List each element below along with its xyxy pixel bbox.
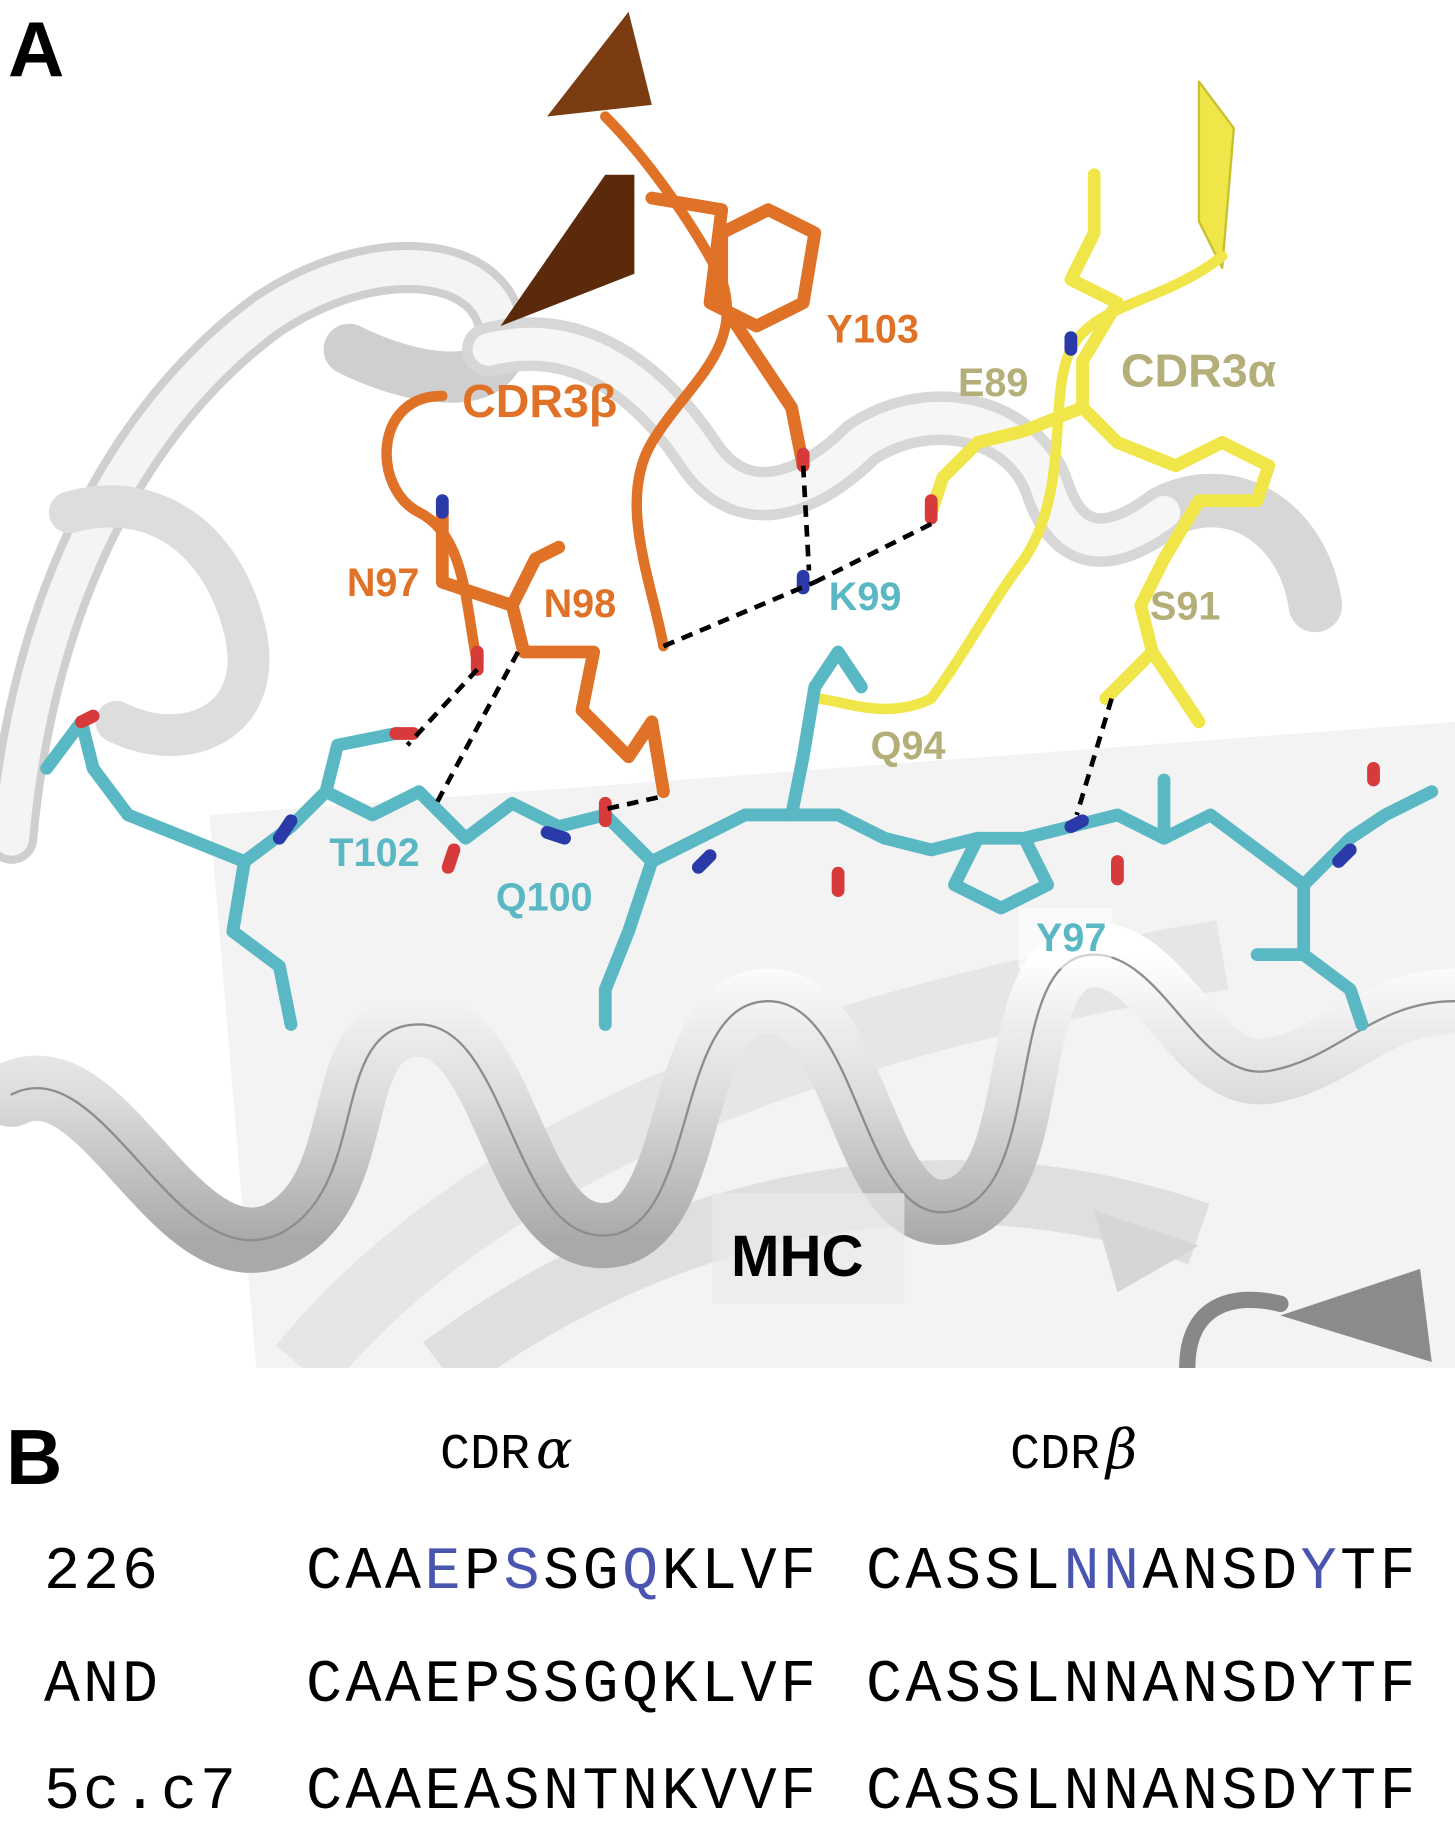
label-n97: N97	[347, 561, 420, 605]
header-beta-symbol: β	[1106, 1418, 1138, 1481]
clone-name: 226	[44, 1539, 162, 1607]
cdr-beta-sequence: CASSLNNANSDYTF	[866, 1651, 1419, 1721]
residue-segment: CAAEPSSGQKLVF	[306, 1652, 820, 1720]
sequence-row: 5c.c7 CAAEASNTNKVVF CASSLNNANSDYTF	[0, 1758, 1455, 1828]
structure-labels: CDR3β Y103 E89 CDR3α N97 N98 K99 S91 Q94…	[329, 307, 1277, 1304]
cdr-beta-sequence: CASSLNNANSDYTF	[866, 1758, 1419, 1828]
clone-name: AND	[44, 1652, 162, 1720]
cdr-alpha-sequence: CAAEPSSGQKLVF	[306, 1651, 820, 1721]
residue-segment: KLVF	[661, 1539, 820, 1607]
label-q100: Q100	[496, 875, 593, 919]
hydrogen-bonds	[405, 465, 1114, 816]
cdr-beta-sequence: CASSLNNANSDYTF	[866, 1538, 1419, 1608]
peptide-atoms	[75, 569, 1380, 898]
label-q94: Q94	[871, 724, 946, 768]
residue-segment: SG	[543, 1539, 623, 1607]
label-y103: Y103	[826, 307, 918, 351]
label-n98: N98	[544, 582, 617, 626]
contact-residue: S	[503, 1539, 544, 1607]
structure-illustration: CDR3β Y103 E89 CDR3α N97 N98 K99 S91 Q94…	[0, 11, 1455, 1394]
label-cdr3-alpha: CDR3α	[1121, 345, 1277, 397]
contact-residue: Q	[622, 1539, 662, 1607]
contact-residue: E	[424, 1539, 465, 1607]
panel-b-letter: B	[6, 1413, 63, 1501]
contact-residue: NN	[1063, 1539, 1143, 1607]
sequence-row: 226 CAAEPSSGQKLVF CASSLNNANSDYTF	[0, 1538, 1455, 1608]
header-alpha-symbol: α	[536, 1418, 573, 1481]
residue-segment: ANSD	[1142, 1539, 1301, 1607]
cdr3-alpha-loop	[809, 80, 1276, 729]
residue-segment: CAAEASNTNKVVF	[306, 1759, 820, 1827]
cdr-alpha-sequence: CAAEPSSGQKLVF	[306, 1538, 820, 1608]
residue-segment: CASSLNNANSDYTF	[866, 1759, 1420, 1827]
label-k99: K99	[829, 575, 902, 619]
contact-residue: Y	[1300, 1539, 1341, 1607]
mhc-lower-helix	[0, 922, 1455, 1376]
header-cdr-alpha-text: CDR	[440, 1427, 531, 1484]
panel-a-letter: A	[8, 5, 65, 93]
label-e89: E89	[958, 361, 1028, 405]
sequence-row: AND CAAEPSSGQKLVF CASSLNNANSDYTF	[0, 1651, 1455, 1721]
label-s91: S91	[1150, 584, 1220, 628]
residue-segment: P	[464, 1539, 504, 1607]
label-y97: Y97	[1036, 916, 1106, 960]
residue-segment: TF	[1340, 1539, 1420, 1607]
peptide-sticks	[40, 645, 1439, 1031]
label-t102: T102	[329, 831, 419, 875]
header-cdr-beta-text: CDR	[1010, 1427, 1101, 1484]
label-cdr3-beta: CDR3β	[462, 375, 617, 427]
residue-segment: CAA	[306, 1539, 425, 1607]
structure-panel-a: CDR3β Y103 E89 CDR3α N97 N98 K99 S91 Q94…	[0, 11, 1455, 1394]
label-mhc: MHC	[731, 1224, 864, 1289]
residue-segment: CASSLNNANSDYTF	[866, 1652, 1420, 1720]
cdr-alpha-sequence: CAAEASNTNKVVF	[306, 1758, 820, 1828]
cdr3-beta-loop	[381, 11, 822, 799]
clone-name: 5c.c7	[44, 1759, 240, 1827]
residue-segment: CASSL	[866, 1539, 1064, 1607]
